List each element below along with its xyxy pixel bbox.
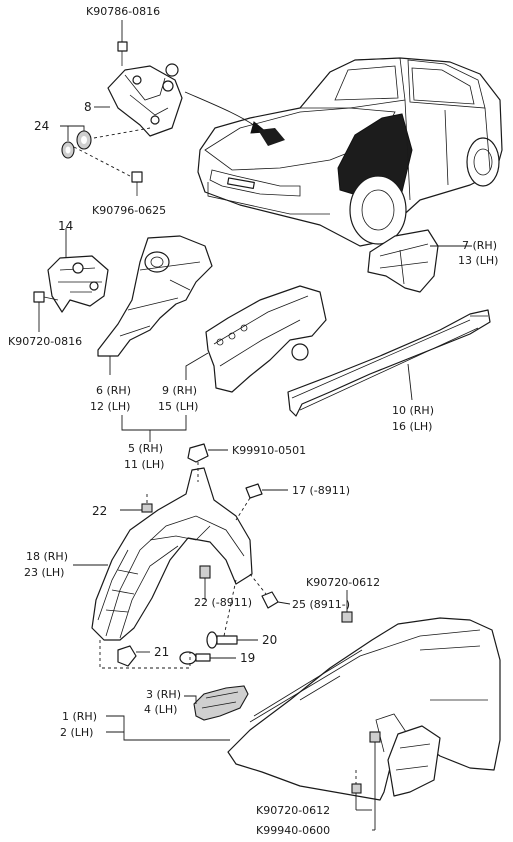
label-part-9: 9 (RH) xyxy=(162,384,197,397)
label-part-7: 7 (RH) xyxy=(462,239,497,252)
bracket-14 xyxy=(33,228,109,332)
callout-labels: K90786-0816 8 24 K90796-0625 14 K90720-0… xyxy=(8,5,498,837)
label-part-3: 3 (RH) xyxy=(146,688,181,701)
side-member-9 xyxy=(185,285,327,393)
label-part-22-lower: 22 (-8911) xyxy=(194,596,252,609)
label-part-21: 21 xyxy=(154,645,169,659)
label-part-18: 18 (RH) xyxy=(26,550,68,563)
label-part-22-top: 22 xyxy=(92,504,107,518)
front-fender-panel xyxy=(106,617,501,831)
bracket-7 xyxy=(367,229,472,293)
fender-apron-6 xyxy=(97,235,213,375)
inner-fender-liner xyxy=(73,467,253,641)
label-k99940-0600: K99940-0600 xyxy=(256,824,330,837)
label-part-2: 2 (LH) xyxy=(60,726,93,739)
side-rail-10 xyxy=(287,309,491,417)
label-part-13: 13 (LH) xyxy=(458,254,498,267)
car-illustration xyxy=(184,57,503,247)
label-k99910-0501: K99910-0501 xyxy=(232,444,306,457)
label-part-19: 19 xyxy=(240,651,255,665)
label-part-10: 10 (RH) xyxy=(392,404,434,417)
label-part-16: 16 (LH) xyxy=(392,420,432,433)
label-part-8: 8 xyxy=(84,100,92,114)
label-part-23: 23 (LH) xyxy=(24,566,64,579)
label-part-24: 24 xyxy=(34,119,49,133)
label-part-5: 5 (RH) xyxy=(128,442,163,455)
fender-seal-3 xyxy=(184,685,249,721)
label-part-11: 11 (LH) xyxy=(124,458,164,471)
label-part-25: 25 (8911-) xyxy=(292,598,350,611)
label-part-6: 6 (RH) xyxy=(96,384,131,397)
label-part-1: 1 (RH) xyxy=(62,710,97,723)
label-part-14: 14 xyxy=(58,219,73,233)
label-k90720-0816: K90720-0816 xyxy=(8,335,82,348)
label-part-17: 17 (-8911) xyxy=(292,484,350,497)
label-k90720-0612-upper: K90720-0612 xyxy=(306,576,380,589)
washer-nut-parts xyxy=(60,125,151,196)
label-k90796-0625: K90796-0625 xyxy=(92,204,166,217)
label-part-4: 4 (LH) xyxy=(144,703,177,716)
fastener-clips xyxy=(99,443,353,669)
label-part-12: 12 (LH) xyxy=(90,400,130,413)
label-part-15: 15 (LH) xyxy=(158,400,198,413)
label-k90786-0816: K90786-0816 xyxy=(86,5,160,18)
hood-lock-assembly xyxy=(94,20,183,137)
label-k90720-0612-lower: K90720-0612 xyxy=(256,804,330,817)
label-part-20: 20 xyxy=(262,633,277,647)
